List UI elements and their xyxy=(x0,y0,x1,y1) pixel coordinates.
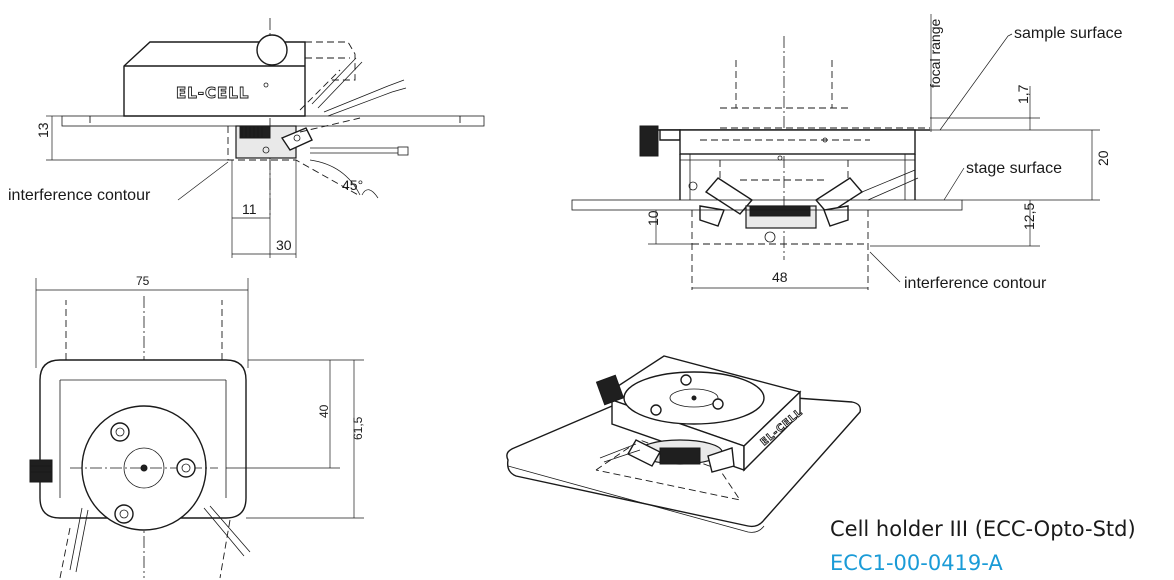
sample-surface-label: sample surface xyxy=(1014,25,1123,42)
top-view: 75 40 61,5 xyxy=(29,274,365,579)
dim-front-below: 12,5 xyxy=(1021,203,1037,230)
isometric-view: EL-CELL xyxy=(506,355,862,533)
dim-front-focal: 1,7 xyxy=(1015,84,1031,104)
dim-top-overall: 61,5 xyxy=(351,416,365,440)
product-name: Cell holder III (ECC-Opto-Std) xyxy=(830,517,1136,541)
dim-top-inner: 40 xyxy=(317,404,331,418)
product-code: ECC1-00-0419-A xyxy=(830,551,1003,575)
dim-front-left-below: 10 xyxy=(645,210,661,226)
focal-range-label: focal range xyxy=(927,19,943,88)
dim-side-offset: 11 xyxy=(242,201,257,217)
dim-side-width: 30 xyxy=(276,237,292,253)
front-view: focal range xyxy=(571,14,1123,292)
stage-surface-label: stage surface xyxy=(966,160,1062,177)
dim-front-height: 20 xyxy=(1095,150,1111,166)
angle-label: 45° xyxy=(342,177,363,193)
dim-side-height: 13 xyxy=(35,122,51,138)
interference-contour-left-label: interference contour xyxy=(8,187,151,204)
side-view: EL-CELL 45° xyxy=(8,18,485,258)
dim-front-width: 48 xyxy=(772,269,788,285)
interference-contour-right-label: interference contour xyxy=(904,275,1047,292)
dim-top-width: 75 xyxy=(136,274,150,288)
brand-logo: EL-CELL xyxy=(176,84,249,102)
title-block: Cell holder III (ECC-Opto-Std) ECC1-00-0… xyxy=(830,517,1136,575)
